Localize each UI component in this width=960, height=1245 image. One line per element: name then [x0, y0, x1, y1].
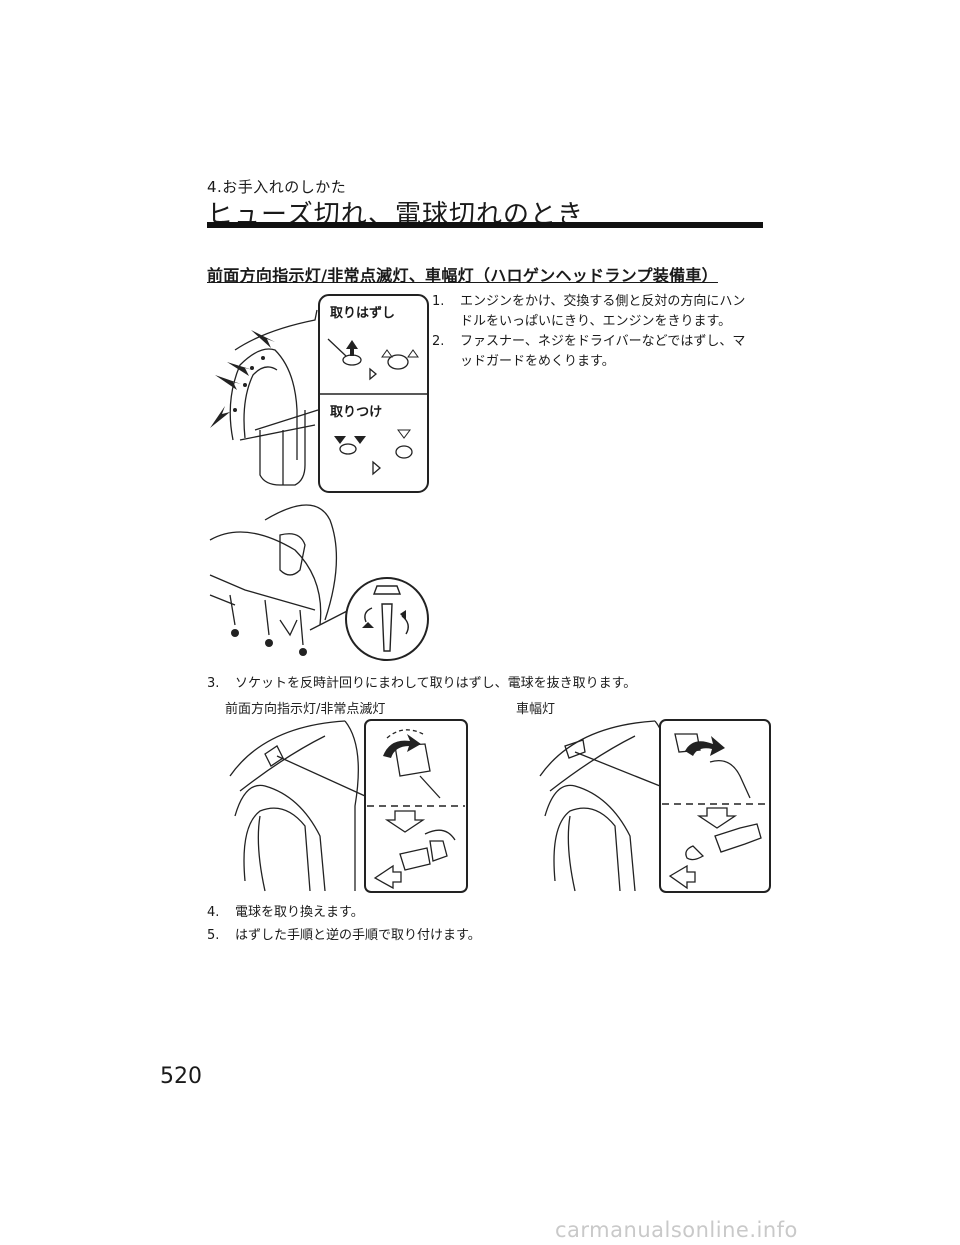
remove-label: 取りはずし: [330, 306, 396, 321]
step-2-text: ファスナー、ネジをドライバーなどではずし、マ: [460, 334, 746, 349]
turn-signal-caption: 前面方向指示灯/非常点滅灯: [225, 702, 386, 717]
mudguard-figure: [209, 309, 354, 656]
step-5-text: はずした手順と逆の手順で取り付けます。: [235, 928, 481, 943]
parking-lamp-bulb-figure: [539, 719, 771, 893]
step-1-text-cont: ドルをいっぱいにきり、エンジンをきります。: [460, 314, 732, 329]
step-5-number: 5.: [207, 928, 220, 943]
page-number: 520: [160, 1064, 202, 1089]
install-label: 取りつけ: [330, 405, 383, 420]
step-2-text-cont: ッドガードをめくります。: [460, 354, 615, 369]
chapter-label: 4.お手入れのしかた: [207, 178, 347, 196]
step-5: 5. はずした手順と逆の手順で取り付けます。: [207, 926, 481, 946]
step-1-number: 1.: [432, 294, 445, 309]
watermark: carmanualsonline.info: [555, 1218, 798, 1242]
step-3-number: 3.: [207, 676, 220, 691]
step-1: 1. エンジンをかけ、交換する側と反対の方向にハン ドルをいっぱいにきり、エンジン…: [432, 292, 772, 332]
step-2: 2. ファスナー、ネジをドライバーなどではずし、マ ッドガードをめくります。: [432, 332, 772, 372]
screw-detail-circle: [345, 577, 429, 661]
step-2-number: 2.: [432, 334, 445, 349]
title-rule: [207, 222, 763, 228]
turn-signal-bulb-figure: [229, 719, 468, 893]
step-1-text: エンジンをかけ、交換する側と反対の方向にハン: [460, 294, 746, 309]
step-3-text: ソケットを反時計回りにまわして取りはずし、電球を抜き取ります。: [235, 676, 637, 691]
parking-lamp-caption: 車幅灯: [516, 702, 556, 717]
clip-detail-panel: [318, 294, 429, 493]
step-4-number: 4.: [207, 905, 220, 920]
section-heading: 前面方向指示灯/非常点滅灯、車幅灯（ハロゲンヘッドランプ装備車）: [207, 266, 718, 285]
step-3: 3. ソケットを反時計回りにまわして取りはずし、電球を抜き取ります。: [207, 674, 767, 694]
step-4-text: 電球を取り換えます。: [235, 905, 364, 920]
step-4: 4. 電球を取り換えます。: [207, 903, 364, 923]
